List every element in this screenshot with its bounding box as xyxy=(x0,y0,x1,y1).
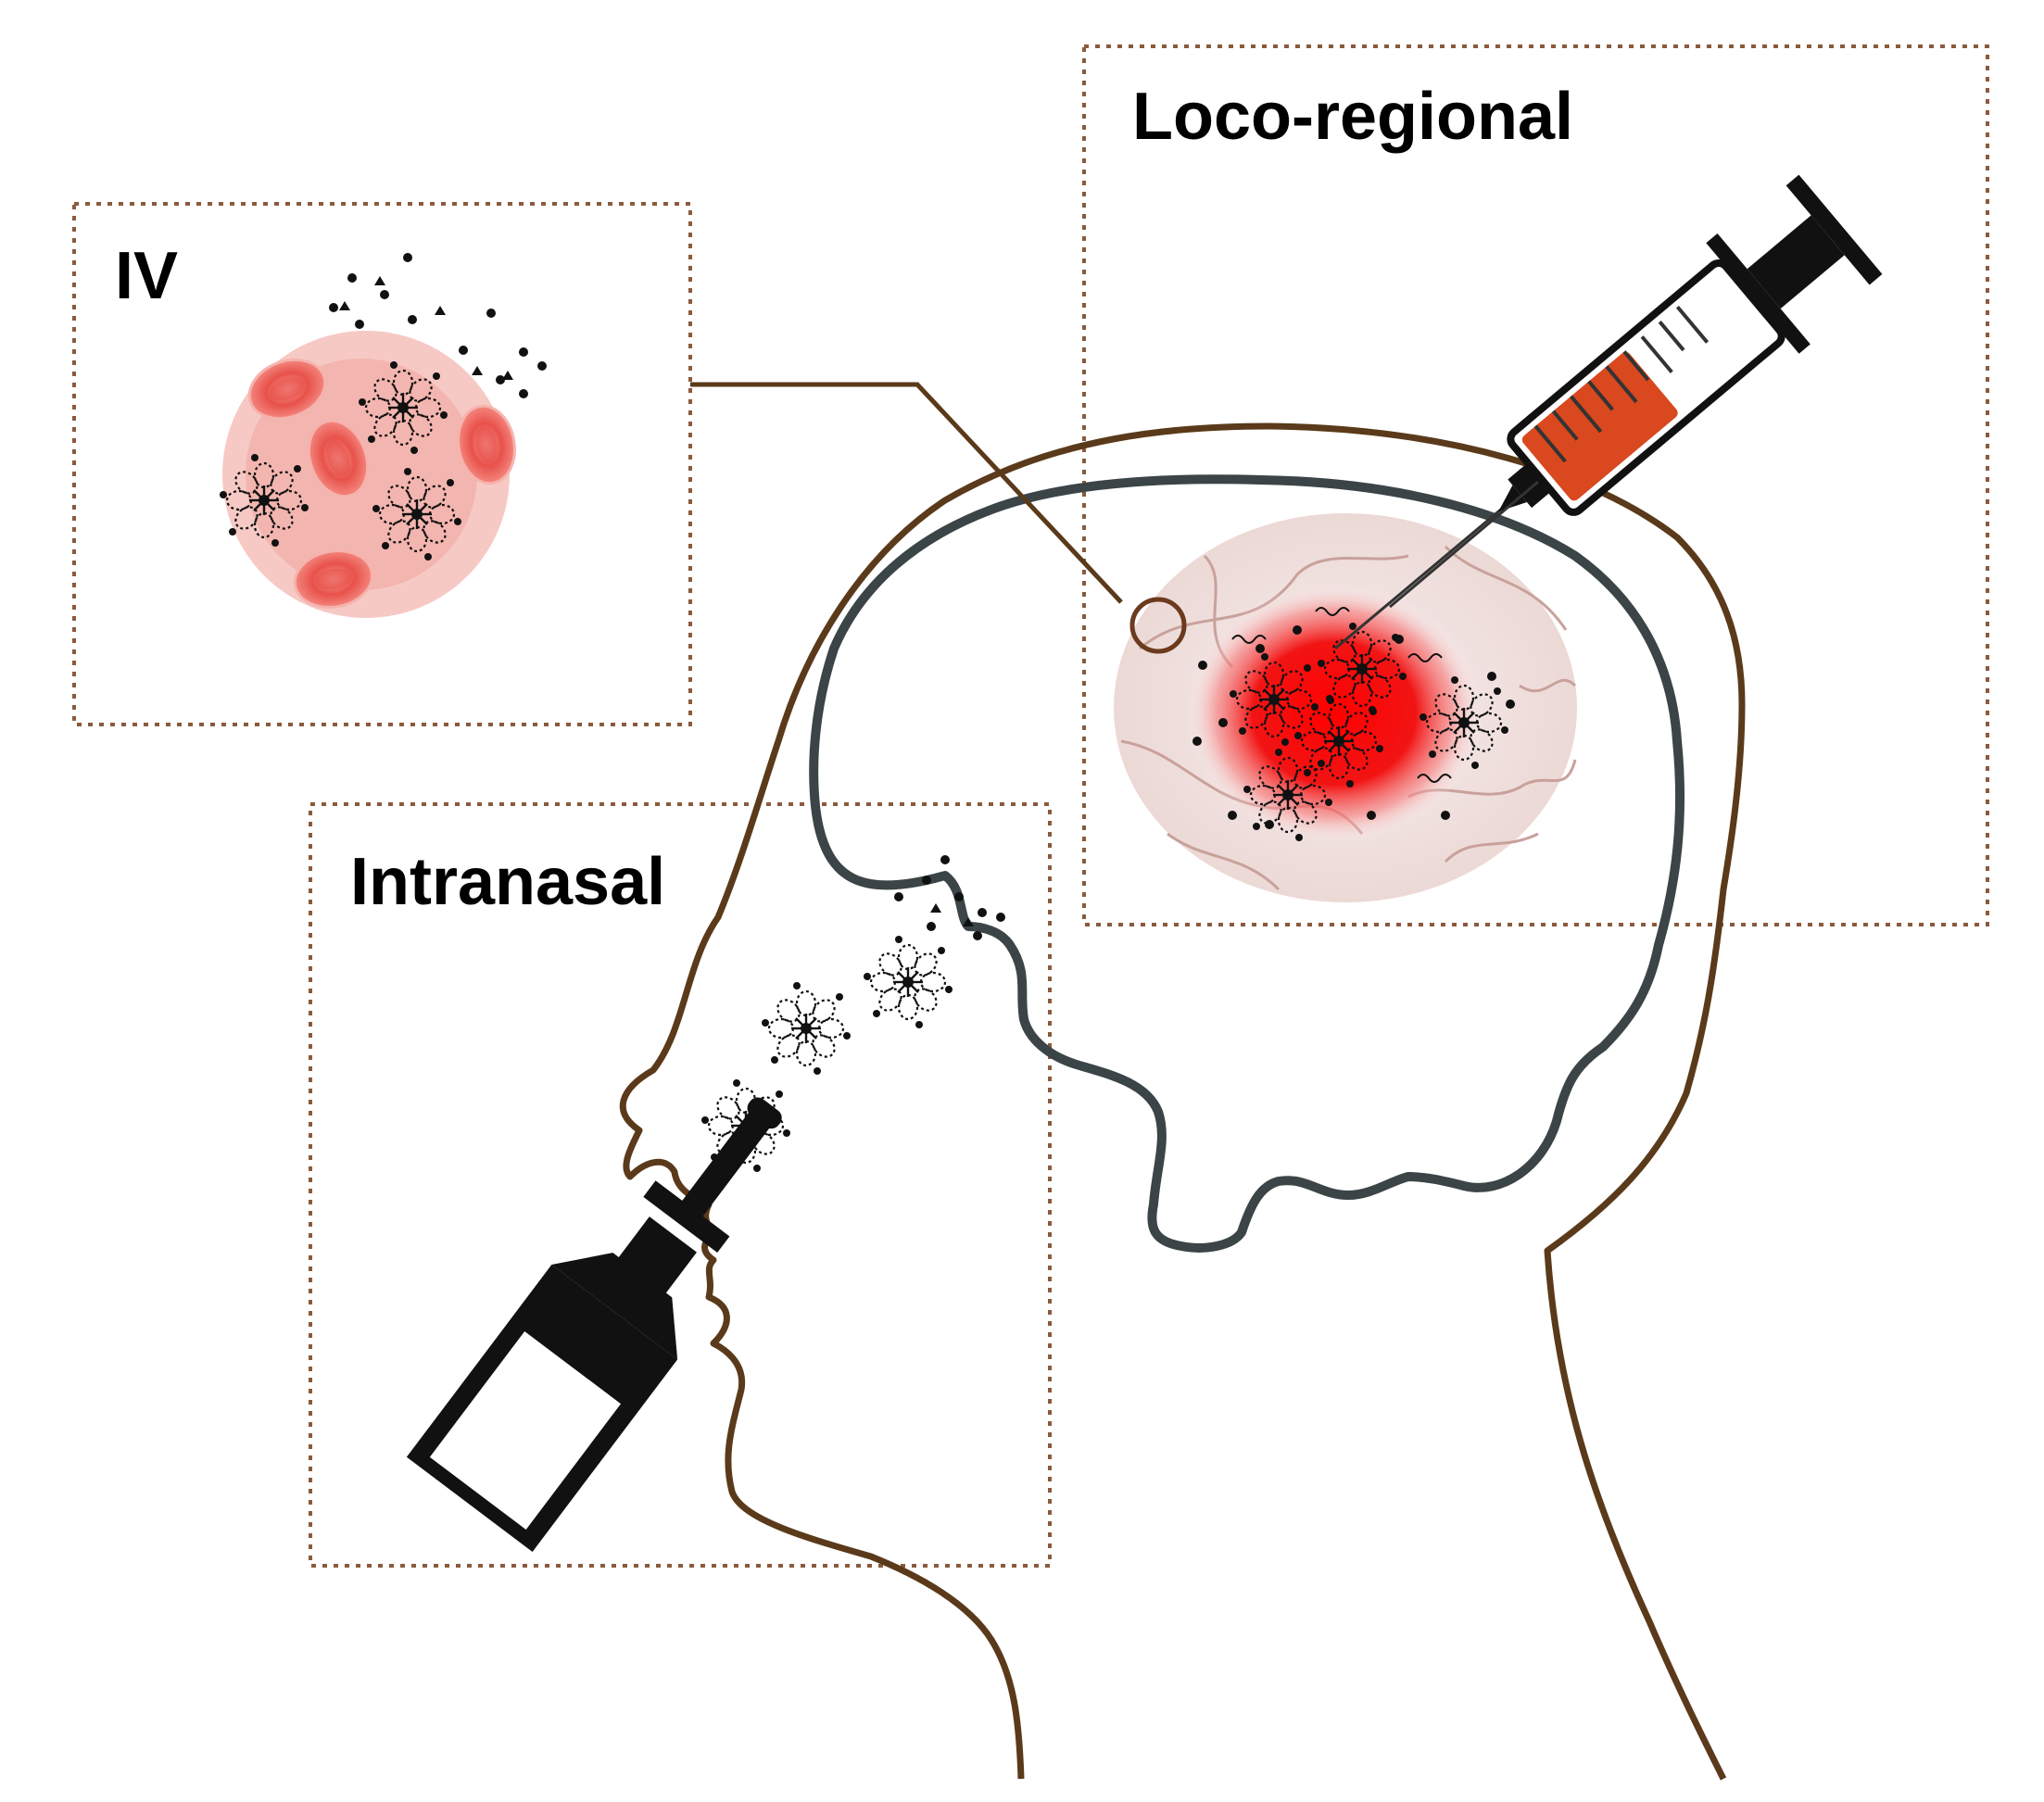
syringe-needle xyxy=(1389,480,1539,609)
syringe-icon xyxy=(1334,174,1883,650)
iv-connector-line xyxy=(690,382,1123,604)
head-outline xyxy=(619,422,1746,1781)
intranasal-nanoparticle-stream xyxy=(700,855,1005,1174)
tumor-tissue-inset xyxy=(1114,513,1577,902)
iv-panel-label: IV xyxy=(115,239,179,313)
intranasal-panel-label: Intranasal xyxy=(350,845,666,919)
nasal-spray-icon xyxy=(406,1097,782,1552)
loco-regional-panel-label: Loco-regional xyxy=(1132,80,1574,154)
tumor xyxy=(1186,584,1483,843)
blood-vessel-inset xyxy=(218,253,547,618)
intranasal-panel-border xyxy=(309,802,1052,1568)
brain-outline xyxy=(809,474,1685,1253)
iv-panel-border xyxy=(72,202,692,726)
blood-vessel-marker xyxy=(1129,597,1187,654)
